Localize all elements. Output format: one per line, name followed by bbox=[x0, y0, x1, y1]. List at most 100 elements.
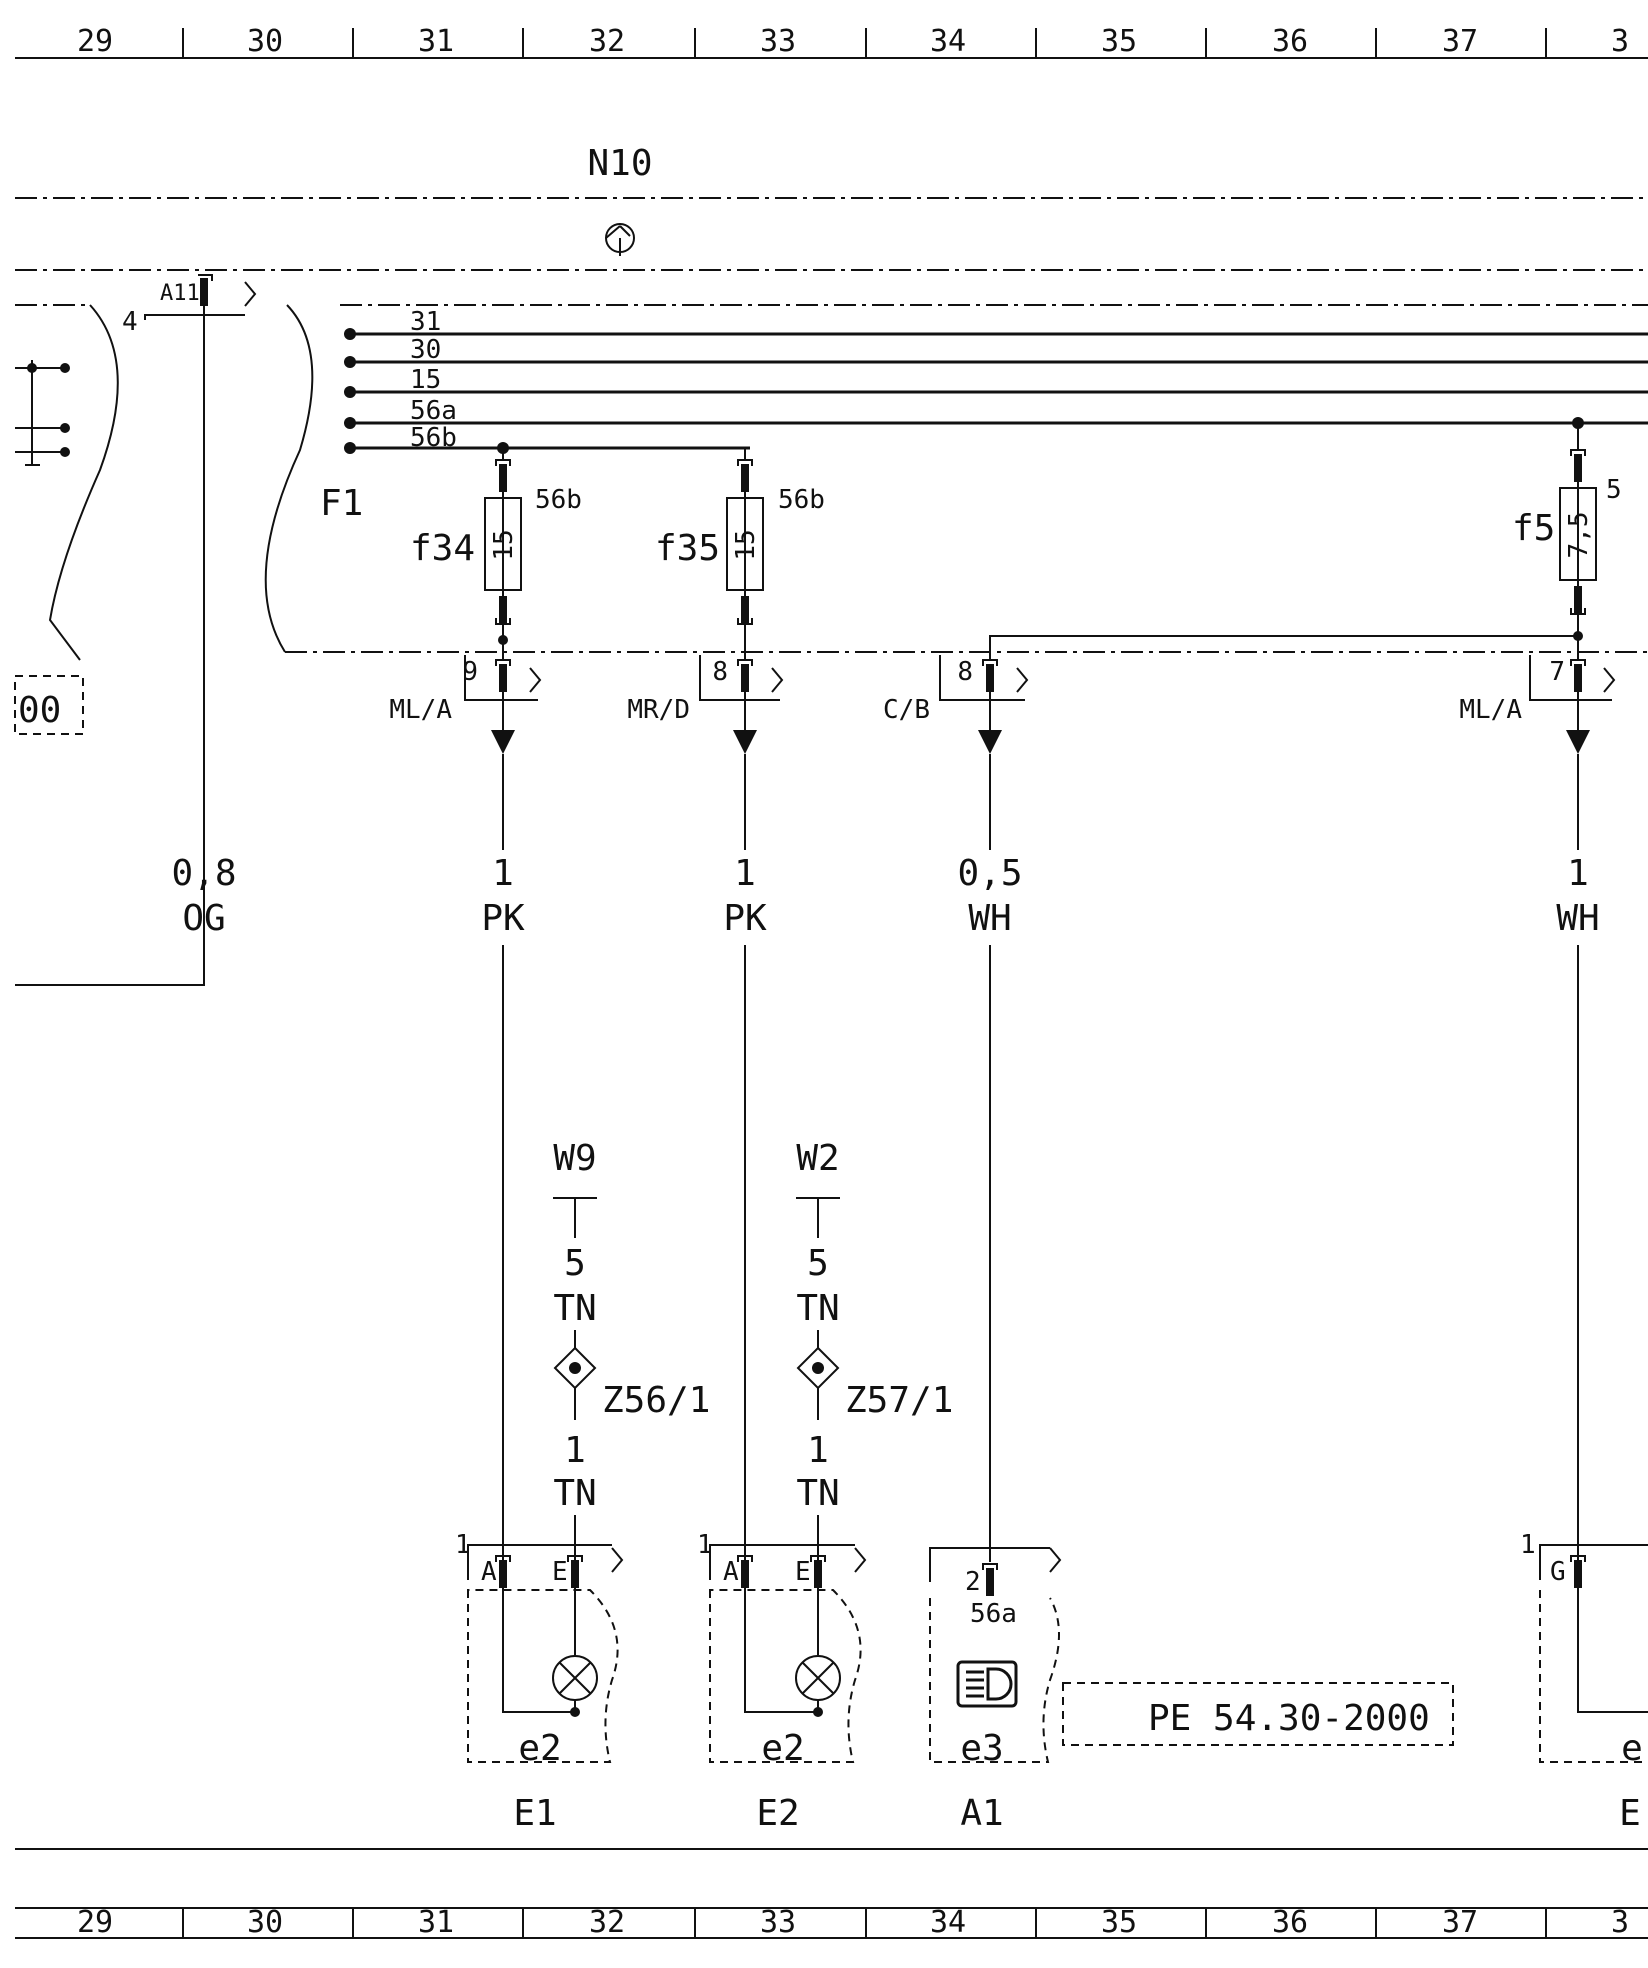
component-a1-sub: e3 bbox=[960, 1728, 1003, 1769]
fuse-f35: 15 f35 56b bbox=[503, 447, 825, 625]
connector-ml-a-7: 7 ML/A 1 WH bbox=[1459, 614, 1616, 1560]
fuse-f34-label: f34 bbox=[410, 528, 475, 569]
top-ruler-col-33: 33 bbox=[760, 24, 796, 59]
ground-w9-label: W9 bbox=[553, 1138, 596, 1179]
component-e-right: 1 G e E bbox=[1520, 1530, 1648, 1834]
splice-z57-icon bbox=[796, 1346, 840, 1390]
lamp-bulb-icon bbox=[795, 1655, 841, 1701]
connector-ml-a-9-pin: 9 bbox=[462, 657, 478, 687]
ground-w2-upper-color: TN bbox=[796, 1288, 839, 1329]
connector-ml-a-9: 9 ML/A 1 PK bbox=[389, 624, 542, 1560]
bottom-ruler-col-35: 35 bbox=[1101, 1905, 1137, 1940]
ground-w9-lower-size: 1 bbox=[564, 1430, 586, 1471]
component-e1-pin-a: A bbox=[481, 1557, 497, 1587]
connector-a11-label: A11 bbox=[160, 281, 200, 306]
component-a1-terminal: 56a bbox=[970, 1599, 1017, 1629]
component-e1: 1 A E e2 E1 bbox=[455, 1530, 624, 1834]
bottom-ruler-col-34: 34 bbox=[930, 1905, 966, 1940]
component-e2-label: E2 bbox=[756, 1793, 799, 1834]
bus-label-56a: 56a bbox=[410, 396, 457, 426]
fuse-f34-rating: 15 bbox=[489, 529, 519, 560]
component-e-right-label: E bbox=[1619, 1793, 1641, 1834]
lamp-bulb-icon bbox=[552, 1655, 598, 1701]
left-box-label: 00 bbox=[18, 690, 61, 731]
splice-z56-label: Z56/1 bbox=[602, 1380, 710, 1421]
bottom-ruler-col-36: 36 bbox=[1272, 1905, 1308, 1940]
ground-w2-upper-size: 5 bbox=[807, 1243, 829, 1284]
ground-w2-label: W2 bbox=[796, 1138, 839, 1179]
wire-pk-1-size: 1 bbox=[492, 853, 514, 894]
fuse-f34-terminal: 56b bbox=[535, 485, 582, 515]
fuse-f5-terminal: 5 bbox=[1606, 475, 1622, 505]
top-ruler-col-31: 31 bbox=[418, 24, 454, 59]
connector-c-b-8-pin: 8 bbox=[957, 657, 973, 687]
ground-w2-lower-color: TN bbox=[796, 1473, 839, 1514]
connector-a11: 4 A11 0,8 OG bbox=[15, 274, 257, 986]
connector-mr-d-8-pin: 8 bbox=[712, 657, 728, 687]
fuse-f5: 7,5 f5 5 bbox=[1512, 417, 1622, 615]
bottom-ruler-col-33: 33 bbox=[760, 1905, 796, 1940]
ground-w9-lower-color: TN bbox=[553, 1473, 596, 1514]
fuse-f35-label: f35 bbox=[655, 528, 720, 569]
fuse-f35-rating: 15 bbox=[731, 529, 761, 560]
component-e1-conn: 1 bbox=[455, 1530, 471, 1560]
bottom-ruler-col-37: 37 bbox=[1442, 1905, 1478, 1940]
fuse-f35-terminal: 56b bbox=[778, 485, 825, 515]
connector-c-b-8: 8 C/B 0,5 WH bbox=[883, 635, 1578, 1562]
component-e2-conn: 1 bbox=[697, 1530, 713, 1560]
component-a1-pin: 2 bbox=[965, 1567, 981, 1597]
component-e2-sub: e2 bbox=[761, 1728, 804, 1769]
fuse-f34: 15 f34 56b bbox=[410, 442, 582, 625]
connector-a11-pin: 4 bbox=[122, 307, 138, 337]
component-e1-sub: e2 bbox=[518, 1728, 561, 1769]
wire-og-color: OG bbox=[182, 898, 225, 939]
component-e2-pin-b: E bbox=[795, 1557, 811, 1587]
top-ruler-col-38: 3 bbox=[1611, 24, 1629, 59]
connector-mr-d-8-label: MR/D bbox=[627, 695, 690, 725]
wire-wh-2-color: WH bbox=[1556, 898, 1599, 939]
headlamp-icon bbox=[956, 1660, 1018, 1708]
component-a1-label: A1 bbox=[960, 1793, 1003, 1834]
bus-label-30: 30 bbox=[410, 335, 441, 365]
top-ruler-col-30: 30 bbox=[247, 24, 283, 59]
ground-branch-w2: W2 5 TN Z57/1 1 TN bbox=[796, 1138, 953, 1560]
component-e2-pin-a: A bbox=[723, 1557, 739, 1587]
ground-w9-upper-color: TN bbox=[553, 1288, 596, 1329]
splice-z57-label: Z57/1 bbox=[845, 1380, 953, 1421]
component-e-right-pin: G bbox=[1550, 1557, 1566, 1587]
module-n10-label: N10 bbox=[587, 143, 652, 184]
connector-ml-a-7-pin: 7 bbox=[1549, 657, 1565, 687]
connector-ml-a-9-label: ML/A bbox=[389, 695, 452, 725]
fuse-block-f1: F1 31 30 15 56a 56b bbox=[264, 304, 1648, 653]
wire-pk-2-size: 1 bbox=[734, 853, 756, 894]
wire-wh-1-size: 0,5 bbox=[957, 853, 1022, 894]
bus-label-15: 15 bbox=[410, 365, 441, 395]
top-ruler-col-32: 32 bbox=[589, 24, 625, 59]
fuse-f5-rating: 7,5 bbox=[1564, 512, 1594, 559]
component-a1: 2 56a e3 A1 bbox=[929, 1547, 1062, 1834]
top-ruler: 29 30 31 32 33 34 35 36 37 3 bbox=[15, 24, 1648, 59]
wire-og-size: 0,8 bbox=[171, 853, 236, 894]
top-ruler-col-29: 29 bbox=[77, 24, 113, 59]
bottom-ruler-col-30: 30 bbox=[247, 1905, 283, 1940]
connector-mr-d-8: 8 MR/D 1 PK bbox=[627, 624, 784, 1560]
bus-label-31: 31 bbox=[410, 307, 441, 337]
ground-branch-w9: W9 5 TN Z56/1 1 TN bbox=[553, 1138, 710, 1560]
left-partial-module: 00 bbox=[14, 304, 119, 735]
connector-c-b-8-label: C/B bbox=[883, 695, 930, 725]
fuse-f5-label: f5 bbox=[1512, 508, 1555, 549]
bottom-ruler-col-38: 3 bbox=[1611, 1905, 1629, 1940]
connector-ml-a-7-label: ML/A bbox=[1459, 695, 1522, 725]
wire-pk-1-color: PK bbox=[481, 898, 525, 939]
splice-z56-icon bbox=[553, 1346, 597, 1390]
bottom-ruler: 29 30 31 32 33 34 35 36 37 3 bbox=[15, 1848, 1648, 1940]
top-ruler-col-35: 35 bbox=[1101, 24, 1137, 59]
ground-w9-upper-size: 5 bbox=[564, 1243, 586, 1284]
component-e-right-sub: e bbox=[1621, 1728, 1643, 1769]
top-ruler-col-37: 37 bbox=[1442, 24, 1478, 59]
module-n10: N10 bbox=[15, 143, 1648, 271]
reference-text: PE 54.30-2000 bbox=[1148, 1698, 1430, 1739]
top-ruler-col-34: 34 bbox=[930, 24, 966, 59]
top-ruler-col-36: 36 bbox=[1272, 24, 1308, 59]
